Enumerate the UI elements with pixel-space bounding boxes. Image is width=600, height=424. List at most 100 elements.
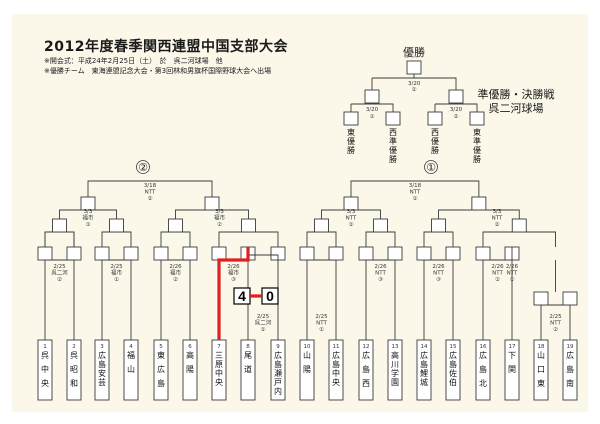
- match-2-line-2: ②: [217, 221, 222, 228]
- match-14-line-2: ②: [495, 276, 500, 283]
- team-name-char: 島: [420, 359, 428, 369]
- match-4-line-0: 2/25: [110, 264, 123, 270]
- final-date: 3/20: [408, 81, 421, 87]
- team-name-char: 広: [566, 350, 574, 360]
- finals-slot-0-char-1: 優: [347, 136, 355, 146]
- team-name-char: 和: [70, 379, 78, 388]
- r1-box-0: [37, 246, 53, 261]
- finals-title-line1: 準優勝・決勝戦: [477, 88, 555, 101]
- team-number: 5: [159, 344, 163, 350]
- team-name-char: 呉: [70, 351, 78, 360]
- finals-slot-2-char-0: 西: [431, 128, 439, 137]
- slot-box-east-runnerup: [469, 111, 485, 126]
- team-name-char: 伯: [449, 377, 457, 387]
- match-5-line-0: 2/26: [169, 264, 182, 270]
- match-7-line-2: ①: [261, 327, 266, 333]
- team-number: 15: [450, 344, 457, 350]
- match-15-line-1: NTT: [507, 271, 518, 277]
- match-labels: 3/18NTT②3/3福市①3/3福市②2/25呉二河②2/25福市①2/26福…: [51, 183, 562, 333]
- match-2-line-0: 3/3: [215, 209, 224, 215]
- r1-box-3: [123, 246, 139, 261]
- team-name-char: 央: [215, 377, 223, 387]
- team-slot: 8尾道: [240, 339, 256, 401]
- team-name-char: 戸: [274, 378, 282, 387]
- semi-right-box: [448, 89, 464, 104]
- team-name-char: 芸: [98, 377, 106, 387]
- team-number: 12: [363, 344, 370, 350]
- match-4-line-1: 福市: [111, 269, 123, 277]
- block-2-label: ②: [138, 161, 148, 174]
- final-field: ②: [412, 86, 417, 93]
- team-name-char: 昭: [70, 365, 78, 374]
- finals-slot-2-char-2: 勝: [431, 145, 439, 155]
- r1-box-15: [475, 246, 491, 261]
- team-name-char: 東: [157, 350, 165, 360]
- semi-right-field: ②: [454, 113, 459, 120]
- team-name-char: 島: [449, 359, 457, 369]
- team-name-char: 山: [303, 350, 311, 360]
- match-13-line-1: NTT: [433, 271, 444, 277]
- match-5-line-1: 福市: [170, 269, 182, 277]
- r1-box-10: [328, 246, 344, 261]
- r2-box-b2-0: [52, 218, 67, 233]
- match-6-line-0: 2/26: [227, 264, 240, 270]
- team-name-char: 山: [537, 350, 545, 360]
- team-number: 18: [538, 344, 545, 350]
- team-name-char: 広: [98, 350, 106, 360]
- team-name-char: 中: [41, 364, 49, 374]
- team-name-char: 島: [479, 364, 487, 374]
- team-number: 2: [72, 344, 76, 350]
- team-number: 10: [304, 344, 311, 350]
- team-name-char: 広: [479, 350, 487, 360]
- match-12-line-2: ③: [378, 277, 383, 283]
- finals-slot-0-char-0: 東: [347, 127, 355, 137]
- match-12-line-1: NTT: [375, 271, 386, 277]
- r2-box-b2-2: [168, 218, 183, 233]
- team-name-char: 陽: [186, 365, 194, 374]
- team-name-char: 川: [391, 360, 399, 369]
- team-name-char: 原: [215, 360, 223, 369]
- r1-box-12: [387, 246, 403, 261]
- match-12-line-0: 2/26: [374, 264, 387, 270]
- semi-right-date: 3/20: [450, 107, 463, 113]
- match-10-line-2: ②: [495, 221, 500, 228]
- r1-box-13: [416, 246, 432, 261]
- match-9-line-0: 3/3: [347, 209, 356, 215]
- team-name-char: 内: [274, 386, 282, 396]
- team-name-char: 中: [332, 368, 340, 378]
- team-number: 19: [567, 344, 574, 350]
- finals-slot-3-char-2: 優: [473, 145, 481, 155]
- match-3-line-0: 2/25: [53, 264, 66, 270]
- team-number: 17: [509, 344, 516, 350]
- team-slot: 4福山: [123, 339, 139, 401]
- match-13-line-2: ③: [436, 277, 441, 283]
- finals-slot-1-char-2: 優: [389, 145, 397, 155]
- team-name-char: 三: [215, 351, 223, 360]
- team-name-char: 佐: [449, 368, 457, 378]
- match-3-line-1: 呉二河: [51, 269, 68, 277]
- team-slots: 1呉中央2呉昭和3広島安芸4福山5東広島6高陽7三原中央8尾道9広島瀬戸内10山…: [37, 339, 578, 401]
- r1-box-9: [299, 246, 315, 261]
- match-1-line-2: ①: [86, 222, 91, 228]
- r1-box-18: [562, 291, 578, 306]
- finals-slot-0-char-2: 勝: [347, 145, 355, 155]
- finals-venue-title: 準優勝・決勝戦 呉二河球場: [470, 88, 562, 116]
- match-8-line-0: 3/18: [409, 183, 422, 189]
- bracket-lines: [37, 180, 578, 340]
- match-1-line-0: 3/3: [84, 209, 93, 215]
- r2-box-b1-0: [314, 218, 329, 233]
- team-name-char: 島: [362, 364, 370, 374]
- match-11-line-2: ①: [319, 327, 324, 333]
- team-name-char: 島: [157, 378, 165, 388]
- team-name-char: 中: [215, 368, 223, 378]
- match-7-line-0: 2/25: [257, 314, 270, 320]
- team-name-char: 園: [391, 378, 399, 387]
- team-name-char: 城: [420, 378, 428, 387]
